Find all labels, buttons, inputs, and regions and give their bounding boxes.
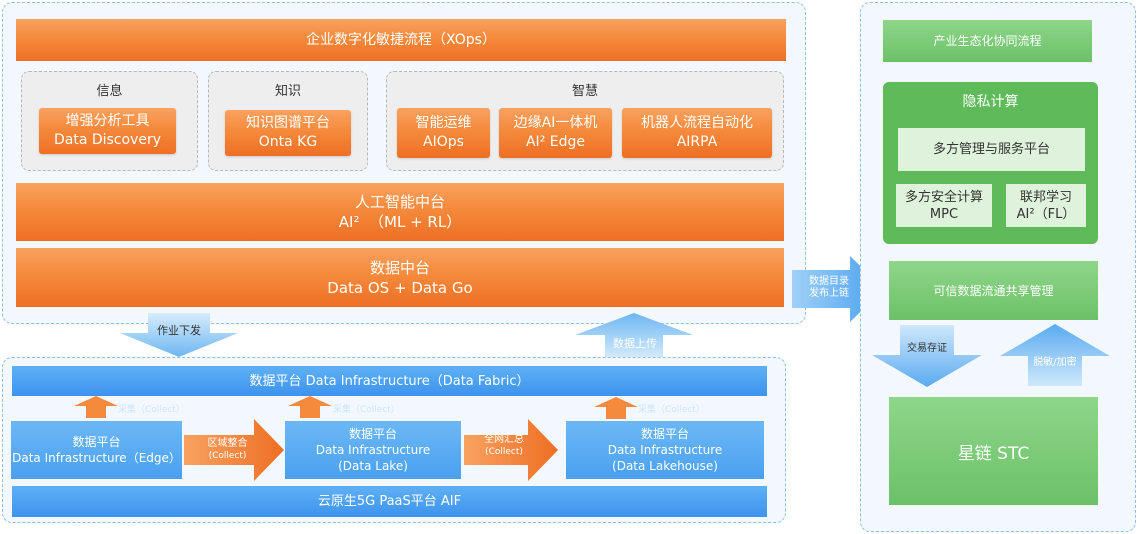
- data-platform-en: Data OS + Data Go: [327, 278, 473, 297]
- trusted-box: 可信数据流通共享管理: [889, 261, 1098, 320]
- edge-infra-en: Data Infrastructure（Edge）: [12, 451, 181, 465]
- region-collect-arrow: [184, 419, 284, 481]
- edge-infra-box: 数据平台 Data Infrastructure（Edge）: [11, 421, 182, 479]
- mpc-box: 多方安全计算 MPC: [896, 184, 992, 227]
- desensitize-up-arrow: [1000, 324, 1110, 386]
- lake-infra-en: Data Infrastructure: [315, 443, 431, 457]
- task-down-label: 作业下发: [157, 324, 201, 337]
- airpa-en: AIRPA: [676, 134, 718, 150]
- stc-label: 星链 STC: [957, 443, 1030, 464]
- data-discovery-en: Data Discovery: [53, 132, 162, 148]
- lakehouse-infra-en: Data Infrastructure: [607, 443, 723, 457]
- trusted-label: 可信数据流通共享管理: [933, 283, 1054, 298]
- data-up-arrow: [575, 313, 693, 359]
- lakehouse-infra-sub: (Data Lakehouse): [612, 459, 718, 473]
- onta-kg-en: Onta KG: [258, 134, 318, 150]
- data-fabric-bar: 数据平台 Data Infrastructure（Data Fabric）: [12, 366, 767, 396]
- region-collect-en: (Collect): [208, 451, 247, 461]
- region-collect-label: 区域整合 (Collect): [190, 438, 265, 462]
- lake-infra-sub: (Data Lake): [338, 459, 408, 473]
- fl-zh: 联邦学习: [1019, 189, 1072, 205]
- xops-label: 企业数字化敏捷流程（XOps）: [306, 31, 496, 48]
- mpc-zh: 多方安全计算: [904, 189, 983, 205]
- exchange-label: 交易存证: [907, 343, 947, 354]
- global-collect-arrow: [464, 419, 558, 481]
- eco-label: 产业生态化协同流程: [933, 34, 1042, 48]
- lakehouse-infra-box: 数据平台 Data Infrastructure (Data Lakehouse…: [566, 421, 764, 479]
- stc-box: 星链 STC: [889, 397, 1098, 505]
- global-collect-zh: 全网汇总: [484, 434, 524, 445]
- collect-label-1: 采集（Collect）: [118, 405, 185, 415]
- edge-infra-zh: 数据平台: [72, 435, 121, 449]
- collect-up-arrow-1: [74, 396, 118, 418]
- ai-edge-zh: 边缘AI一体机: [513, 115, 598, 131]
- aiops-en: AIOps: [423, 134, 464, 150]
- ai-platform-bar: 人工智能中台 AI² （ML + RL）: [16, 183, 784, 241]
- publish-line2: 发布上链: [809, 288, 849, 299]
- paas-label: 云原生5G PaaS平台 AIF: [317, 494, 462, 509]
- airpa-box: 机器人流程自动化 AIRPA: [622, 108, 772, 158]
- ai-edge-box: 边缘AI一体机 AI² Edge: [499, 108, 612, 158]
- global-collect-en: (Collect): [485, 447, 523, 457]
- lake-infra-box: 数据平台 Data Infrastructure (Data Lake): [285, 421, 461, 479]
- paas-bar: 云原生5G PaaS平台 AIF: [12, 486, 767, 517]
- exchange-down-arrow: [872, 325, 982, 387]
- global-collect-label: 全网汇总 (Collect): [468, 434, 540, 458]
- onta-kg-box: 知识图谱平台 Onta KG: [225, 110, 351, 156]
- collect-up-arrow-3: [594, 397, 638, 419]
- knowledge-title: 知识: [274, 84, 301, 99]
- xops-bar: 企业数字化敏捷流程（XOps）: [16, 19, 786, 61]
- data-discovery-box: 增强分析工具 Data Discovery: [39, 108, 176, 154]
- collect-up-arrow-2: [288, 396, 332, 418]
- collect-label-2: 采集（Collect）: [333, 405, 400, 415]
- mgmt-platform-label: 多方管理与服务平台: [932, 142, 1050, 157]
- onta-kg-zh: 知识图谱平台: [246, 115, 330, 131]
- ai-platform-zh: 人工智能中台: [354, 193, 445, 211]
- fl-box: 联邦学习 AI²（FL）: [1006, 184, 1086, 227]
- region-collect-zh: 区域整合: [207, 438, 248, 449]
- fl-en: AI²（FL）: [1016, 206, 1076, 222]
- aiops-zh: 智能运维: [415, 115, 472, 131]
- data-up-label: 数据上传: [613, 337, 657, 350]
- info-title: 信息: [96, 84, 123, 99]
- airpa-zh: 机器人流程自动化: [641, 115, 753, 131]
- eco-box: 产业生态化协同流程: [883, 20, 1092, 62]
- lakehouse-infra-zh: 数据平台: [640, 427, 689, 441]
- aiops-box: 智能运维 AIOps: [397, 108, 490, 158]
- desensitize-label: 脱敏/加密: [1033, 357, 1077, 368]
- data-platform-zh: 数据中台: [369, 258, 430, 277]
- privacy-title: 隐私计算: [962, 94, 1019, 110]
- ai-platform-en: AI² （ML + RL）: [338, 213, 462, 231]
- mpc-en: MPC: [929, 206, 959, 222]
- data-platform-bar: 数据中台 Data OS + Data Go: [16, 248, 784, 307]
- data-discovery-zh: 增强分析工具: [65, 113, 150, 129]
- publish-line1: 数据目录: [809, 276, 849, 287]
- data-fabric-label: 数据平台 Data Infrastructure（Data Fabric）: [249, 373, 530, 389]
- lake-infra-zh: 数据平台: [348, 427, 397, 441]
- task-down-arrow: [120, 313, 238, 357]
- publish-label: 数据目录 发布上链: [796, 276, 862, 300]
- ai-edge-en: AI² Edge: [525, 134, 585, 150]
- collect-label-3: 采集（Collect）: [638, 405, 705, 415]
- wisdom-title: 智慧: [571, 84, 598, 99]
- mgmt-platform-box: 多方管理与服务平台: [898, 128, 1085, 171]
